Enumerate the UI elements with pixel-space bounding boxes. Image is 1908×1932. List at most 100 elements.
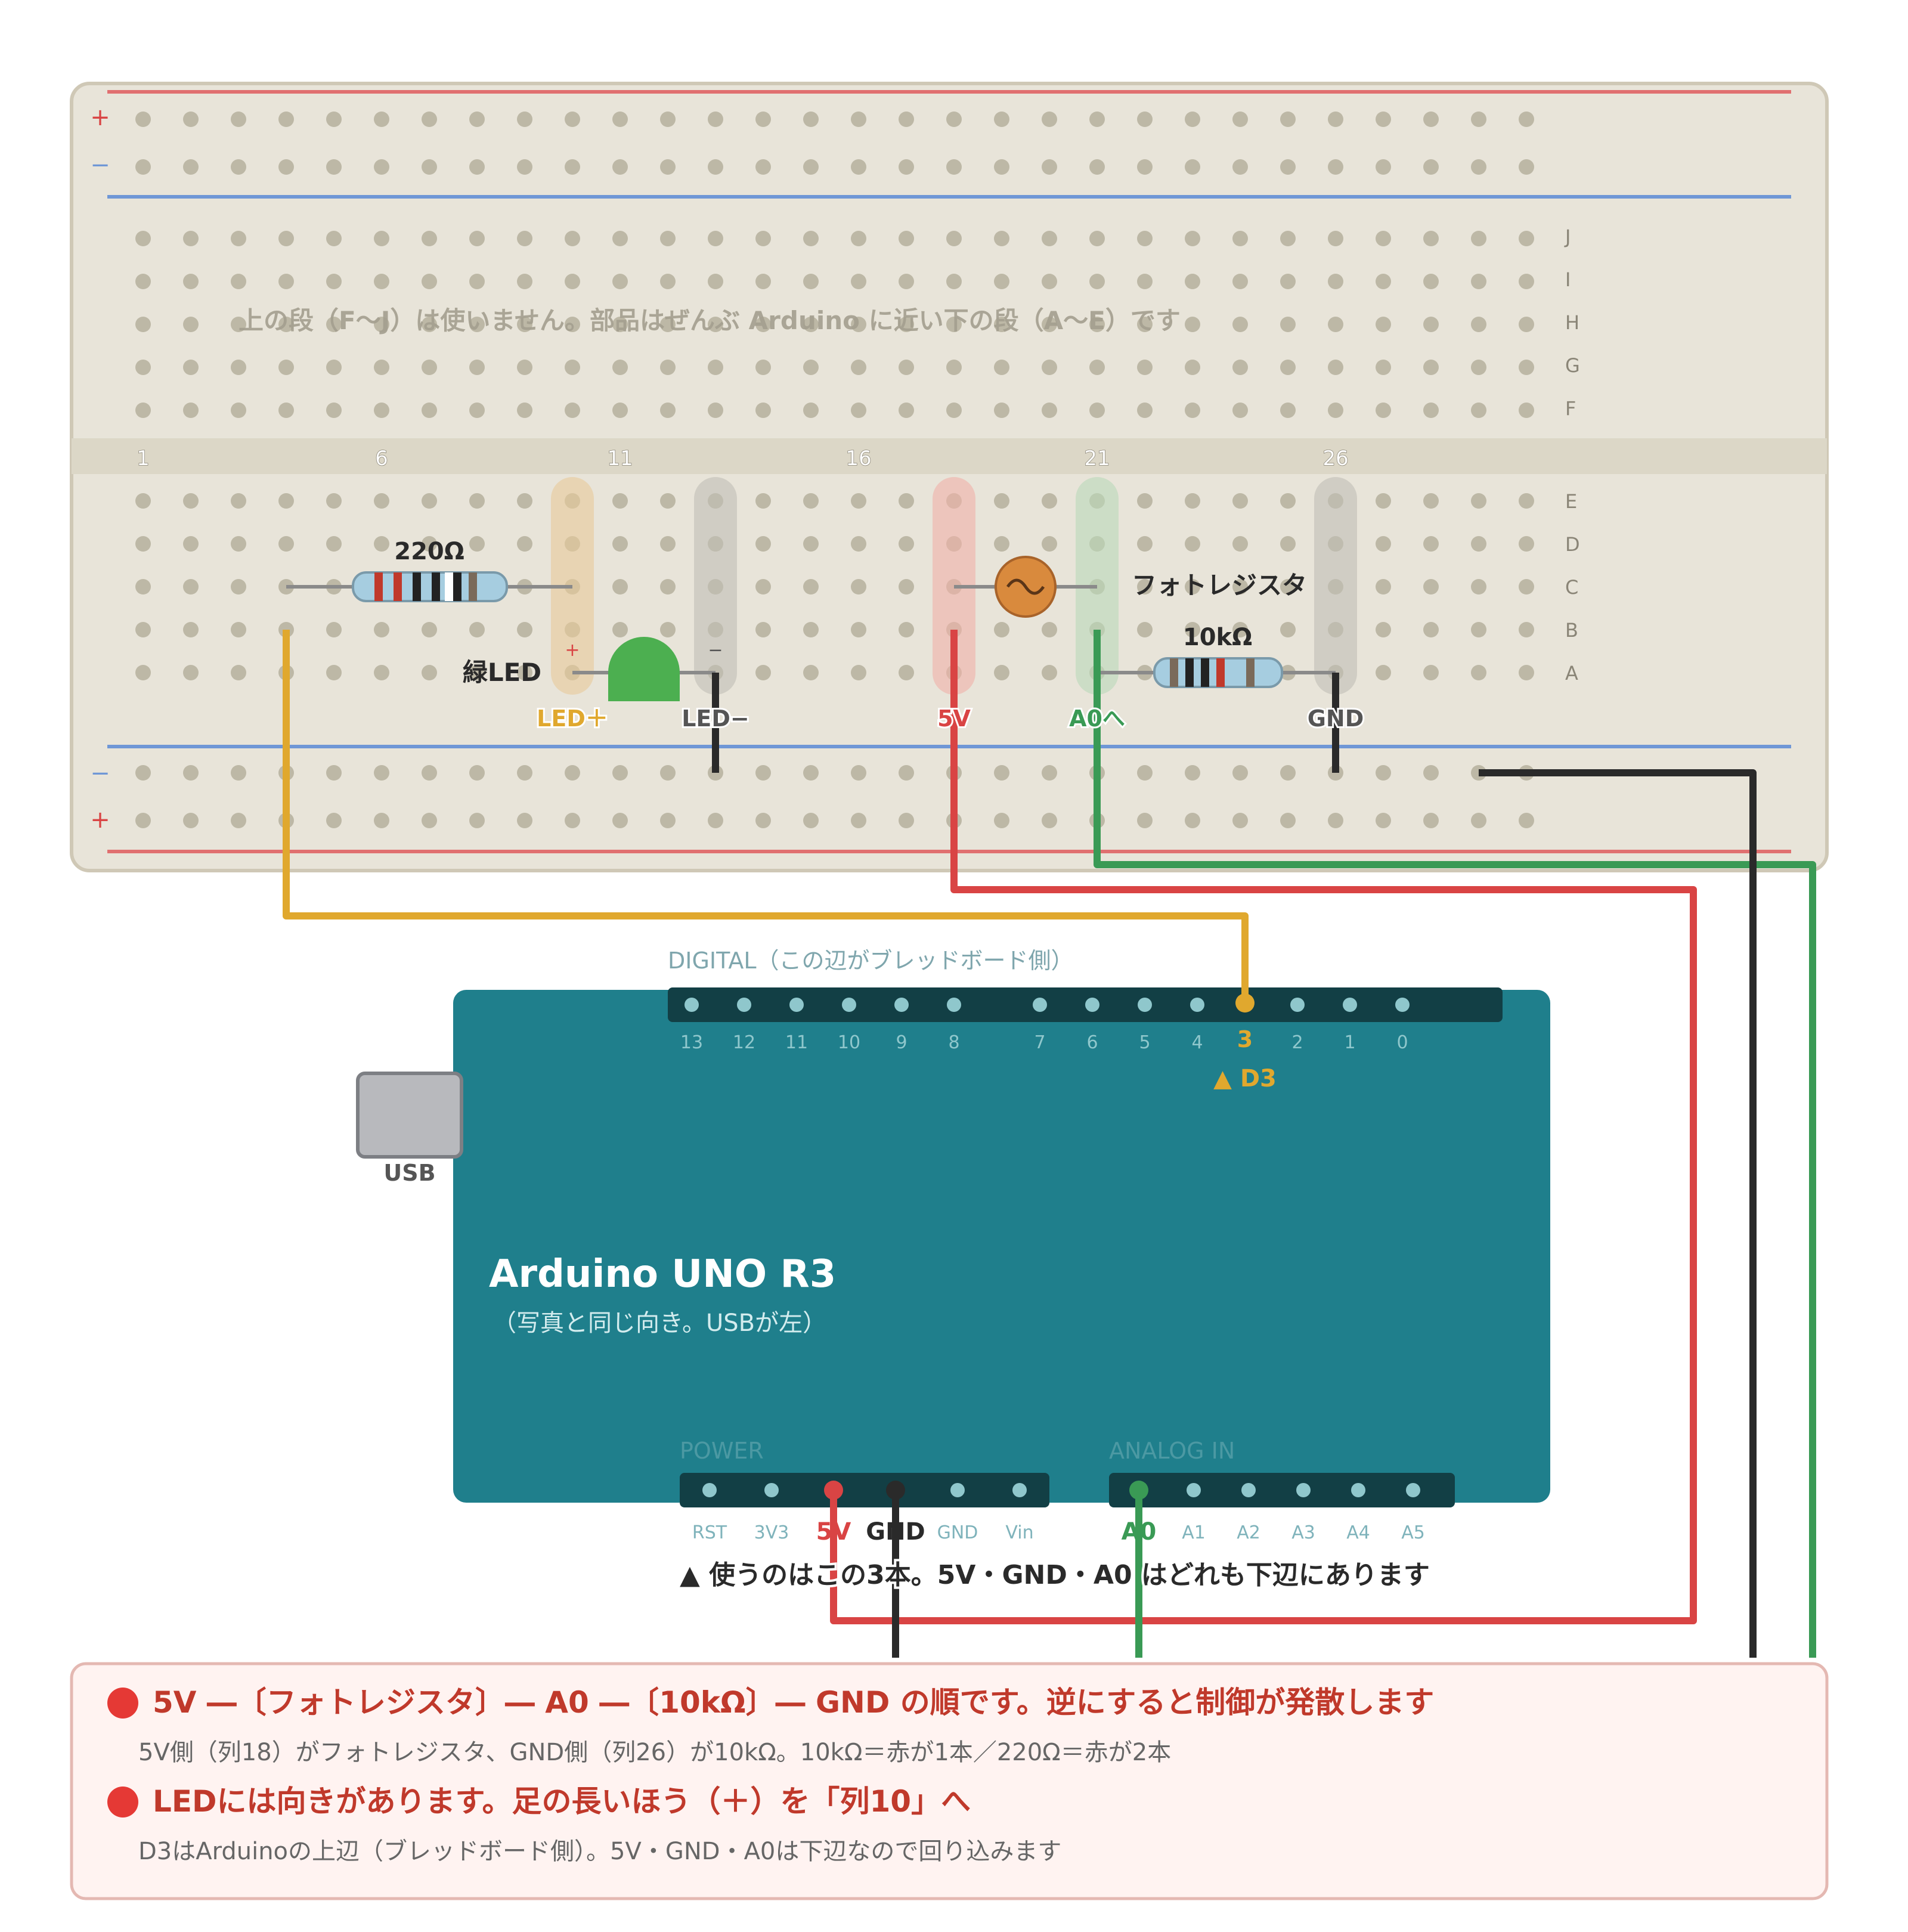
breadboard-hole xyxy=(899,274,914,289)
row-label-e: E xyxy=(1565,490,1577,513)
rail-hole xyxy=(422,159,437,175)
analog-pin-label-A3: A3 xyxy=(1291,1522,1315,1543)
rail-hole xyxy=(1232,159,1248,175)
breadboard-hole xyxy=(851,579,866,595)
row-label-j: J xyxy=(1564,225,1571,248)
breadboard-hole xyxy=(1232,317,1248,332)
rail-hole xyxy=(1423,813,1439,828)
breadboard-hole xyxy=(1471,402,1486,418)
breadboard-hole xyxy=(1423,360,1439,375)
top-minus-sign: − xyxy=(90,151,110,179)
breadboard-hole xyxy=(755,402,771,418)
breadboard-hole xyxy=(1232,274,1248,289)
breadboard-hole xyxy=(612,360,628,375)
breadboard-hole xyxy=(803,622,819,637)
breadboard-hole xyxy=(326,665,342,680)
breadboard-hole xyxy=(1137,360,1153,375)
digital-pin-hole xyxy=(842,998,856,1012)
rail-hole xyxy=(1137,112,1153,127)
breadboard-hole xyxy=(803,402,819,418)
breadboard-hole xyxy=(1376,493,1391,509)
breadboard-hole xyxy=(278,536,294,552)
digital-pin-label-7: 7 xyxy=(1034,1032,1045,1053)
rail-hole xyxy=(994,813,1009,828)
breadboard-hole xyxy=(994,231,1009,246)
breadboard-hole xyxy=(1471,274,1486,289)
breadboard-hole xyxy=(755,665,771,680)
breadboard-hole xyxy=(946,274,962,289)
breadboard-hole xyxy=(565,360,580,375)
breadboard-hole xyxy=(755,536,771,552)
breadboard-hole xyxy=(899,231,914,246)
rail-hole xyxy=(994,159,1009,175)
breadboard-hole xyxy=(708,360,723,375)
rail-hole xyxy=(183,765,199,781)
column-number-21: 21 xyxy=(1084,447,1110,470)
green-led: + − 緑LED xyxy=(463,637,723,701)
power-pin-hole xyxy=(950,1483,965,1497)
wires xyxy=(283,630,1816,1658)
power-header-label: POWER xyxy=(680,1438,764,1464)
rail-hole xyxy=(183,112,199,127)
breadboard-hole xyxy=(994,622,1009,637)
rail-hole xyxy=(231,813,246,828)
breadboard-hole xyxy=(1376,536,1391,552)
breadboard-hole xyxy=(946,231,962,246)
rail-hole xyxy=(1232,813,1248,828)
rail-hole xyxy=(1519,112,1534,127)
breadboard-hole xyxy=(755,622,771,637)
breadboard-hole xyxy=(1042,493,1057,509)
breadboard-hole xyxy=(851,402,866,418)
breadboard-hole xyxy=(612,231,628,246)
breadboard-hole xyxy=(1376,274,1391,289)
rail-hole xyxy=(899,765,914,781)
rail-hole xyxy=(1471,813,1486,828)
row-label-d: D xyxy=(1565,533,1580,556)
breadboard-hole xyxy=(326,622,342,637)
breadboard-hole xyxy=(899,317,914,332)
rail-hole xyxy=(326,813,342,828)
breadboard-hole xyxy=(755,231,771,246)
digital-pin-label-12: 12 xyxy=(733,1032,755,1053)
breadboard-hole xyxy=(135,274,151,289)
rail-hole xyxy=(422,813,437,828)
rail-hole xyxy=(1376,813,1391,828)
breadboard-hole xyxy=(517,360,532,375)
gnd-pin-dot xyxy=(886,1481,905,1500)
breadboard-hole xyxy=(469,493,485,509)
breadboard-hole xyxy=(469,665,485,680)
breadboard-hole xyxy=(1280,622,1296,637)
breadboard-hole xyxy=(1519,665,1534,680)
breadboard-hole xyxy=(612,493,628,509)
breadboard-hole xyxy=(1280,231,1296,246)
rail-hole xyxy=(851,813,866,828)
breadboard-hole xyxy=(326,536,342,552)
breadboard-wire-labels: LED＋ LED− 5V A0へ GND xyxy=(535,704,1365,733)
breadboard-hole xyxy=(755,579,771,595)
breadboard-hole xyxy=(135,536,151,552)
breadboard-hole xyxy=(1328,317,1343,332)
breadboard-hole xyxy=(1519,622,1534,637)
resistor-220-ohm: 220Ω xyxy=(286,538,572,602)
rail-hole xyxy=(708,813,723,828)
rail-hole xyxy=(469,813,485,828)
rail-hole xyxy=(803,813,819,828)
rail-hole xyxy=(1471,112,1486,127)
rail-hole xyxy=(851,159,866,175)
breadboard-hole xyxy=(135,317,151,332)
breadboard-hole xyxy=(803,579,819,595)
a0-pin-dot xyxy=(1129,1481,1148,1500)
led-minus-mark: − xyxy=(708,640,723,661)
digital-pin-hole xyxy=(1138,998,1152,1012)
digital-pin-hole xyxy=(1343,998,1357,1012)
rail-hole xyxy=(517,765,532,781)
breadboard-hole xyxy=(1471,536,1486,552)
breadboard-hole xyxy=(135,665,151,680)
analog-pin-hole xyxy=(1406,1483,1420,1497)
power-pin-label-0: RST xyxy=(692,1522,727,1543)
breadboard-hole xyxy=(899,493,914,509)
rail-hole xyxy=(899,159,914,175)
breadboard-hole xyxy=(1232,536,1248,552)
rail-hole xyxy=(946,112,962,127)
